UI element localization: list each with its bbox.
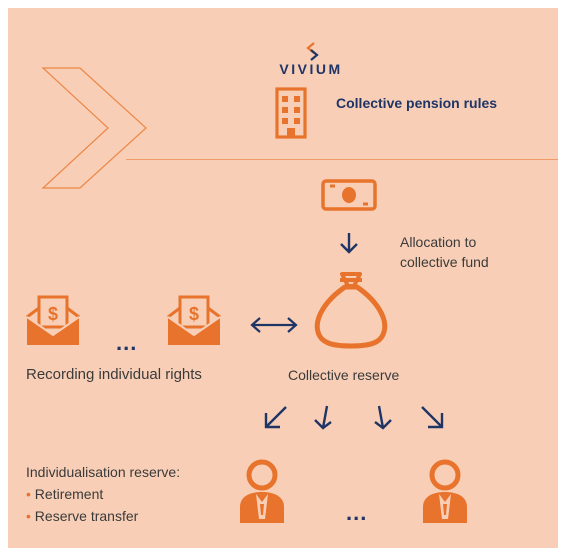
individualisation-item-label: Reserve transfer <box>34 508 139 524</box>
ellipsis-persons: ... <box>346 500 368 525</box>
chevron-logo-icon <box>306 42 319 61</box>
bullet: • <box>26 508 31 524</box>
diagram-canvas: VIVIUM Collective pension rules Allocati… <box>8 8 558 548</box>
person-icon <box>423 459 467 523</box>
recording-label: Recording individual rights <box>26 366 202 383</box>
individualisation-item-retirement: • Retirement <box>26 486 103 502</box>
svg-text:$: $ <box>48 304 58 324</box>
arrow-down-icon <box>340 233 358 254</box>
arrow-down-left-icon <box>264 406 287 429</box>
money-bag-icon <box>314 272 388 349</box>
arrow-down-icon <box>314 405 332 430</box>
decorative-chevron-outline <box>41 67 147 189</box>
bullet: • <box>26 486 31 502</box>
svg-text:$: $ <box>189 304 199 324</box>
envelope-dollar-icon: $ <box>26 295 80 345</box>
individualisation-item-label: Retirement <box>34 486 104 502</box>
ellipsis-envelopes: ... <box>116 330 138 355</box>
individualisation-title: Individualisation reserve: <box>26 464 181 480</box>
individualisation-item-reserve-transfer: • Reserve transfer <box>26 508 138 524</box>
bidirectional-arrow-icon <box>250 317 298 333</box>
header-title: Collective pension rules <box>336 95 498 111</box>
envelope-dollar-icon: $ <box>167 295 221 345</box>
banknote-icon <box>321 179 377 211</box>
office-building-icon <box>275 87 307 139</box>
person-icon <box>240 459 284 523</box>
brand-name: VIVIUM <box>279 61 343 77</box>
collective-reserve-label: Collective reserve <box>288 367 400 383</box>
arrow-down-right-icon <box>421 406 444 429</box>
divider-line <box>126 159 558 160</box>
allocation-label: Allocation to collective fund <box>400 234 489 270</box>
arrow-down-icon <box>374 405 392 430</box>
